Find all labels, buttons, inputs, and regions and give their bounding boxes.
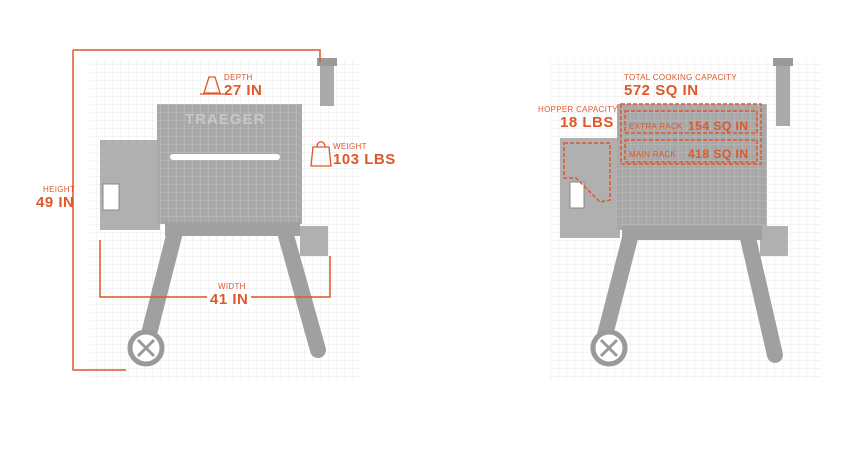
extra-rack-label: EXTRA RACK [629, 122, 683, 131]
total-capacity-label: TOTAL COOKING CAPACITY [624, 73, 737, 82]
controller-panel [102, 183, 120, 211]
weight-label: WEIGHT [333, 142, 367, 151]
hopper-capacity-value: 18 LBS [560, 114, 614, 131]
main-rack-value: 418 SQ IN [688, 147, 749, 161]
weight-bag-icon [310, 141, 332, 167]
grill-chimney [773, 58, 793, 126]
grill-legs [597, 230, 783, 363]
depth-label: DEPTH [224, 73, 253, 82]
width-value: 41 IN [207, 292, 252, 307]
capacity-panel: TOTAL COOKING CAPACITY 572 SQ IN HOPPER … [430, 0, 859, 458]
main-rack-label: MAIN RACK [629, 150, 677, 159]
grease-bucket [300, 226, 328, 256]
dimensions-panel: TRAEGER DEPTH 27 IN WEIGHT 103 LBS HEIGH… [36, 49, 396, 380]
extra-rack-outline [624, 110, 758, 134]
grease-bucket [760, 226, 788, 256]
grill-frame [622, 226, 762, 240]
rack-outlines [620, 103, 762, 165]
hopper-capacity-label: HOPPER CAPACITY [538, 105, 618, 114]
controller-panel [569, 181, 585, 209]
extra-rack-value: 154 SQ IN [688, 119, 749, 133]
traffic-cone-icon [200, 76, 224, 95]
height-value: 49 IN [36, 194, 75, 211]
grill-illustration-right [550, 58, 820, 380]
grill-handle [170, 154, 280, 160]
depth-value: 27 IN [224, 82, 263, 99]
weight-value: 103 LBS [333, 151, 396, 168]
grill-chimney [317, 58, 337, 106]
main-rack-outline [624, 139, 758, 163]
total-capacity-value: 572 SQ IN [624, 82, 699, 99]
grill-legs [142, 224, 326, 358]
grill-hopper [560, 138, 620, 238]
grill-illustration-left [72, 49, 360, 380]
height-label: HEIGHT [43, 185, 76, 194]
grill-frame [165, 222, 300, 236]
width-label: WIDTH [218, 282, 246, 291]
grill-brand-logo: TRAEGER [185, 111, 266, 128]
hopper-capacity-outline [563, 142, 611, 203]
